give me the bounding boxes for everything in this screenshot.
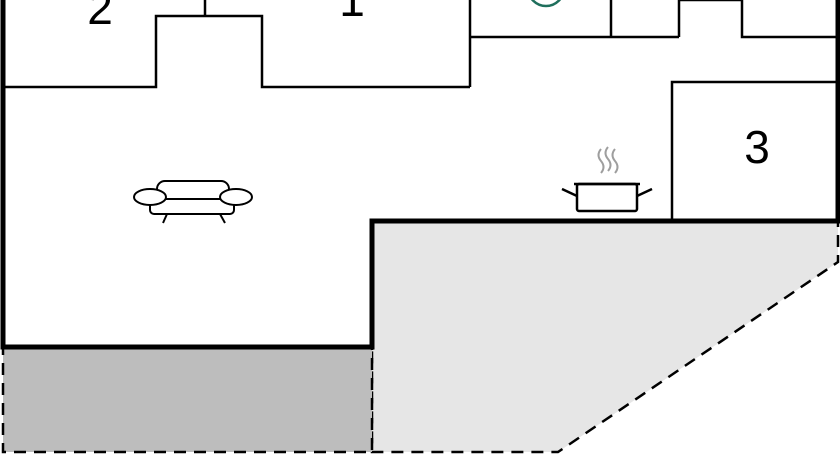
- fixture-circle: [530, 0, 562, 8]
- sofa-icon: [133, 180, 253, 224]
- room-label-2: 2: [87, 0, 113, 34]
- interior-walls: [5, 0, 836, 221]
- terrace-area: [370, 219, 840, 454]
- exterior-walls: [0, 0, 840, 350]
- balcony-area: [1, 345, 374, 454]
- room-label-1: 1: [339, 0, 365, 26]
- cooking-pot-icon: [561, 146, 653, 213]
- room-label-3: 3: [744, 121, 770, 173]
